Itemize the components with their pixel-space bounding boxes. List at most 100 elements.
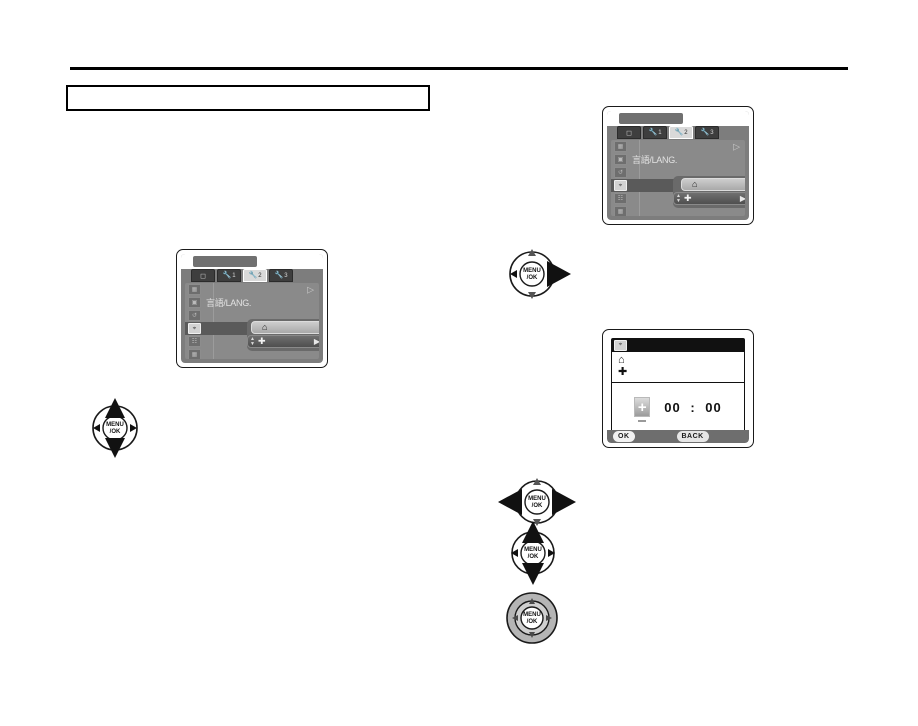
menu-row-label: 言語/LANG. (206, 298, 252, 308)
menu-divider (639, 140, 640, 216)
popup-option-home[interactable]: ⌂ (251, 321, 319, 334)
menu-row-image-display[interactable]: ▦ ▷ (611, 140, 745, 153)
home-icon: ⌂ (262, 322, 268, 332)
wrench-icon: 🔧 (274, 272, 284, 279)
setup-menu-screen-2: ◻ 🔧 1 🔧 2 🔧 3 ▦ ▷ ▣ (602, 106, 754, 225)
pad-up-arrow-icon (105, 398, 125, 418)
tab-setup-2[interactable]: 🔧 2 (669, 126, 693, 139)
time-difference-value-panel: + 00 : 00 (611, 382, 745, 432)
pad-right-arrow-icon-highlighted (552, 489, 576, 515)
tab-setup-3[interactable]: 🔧 3 (269, 269, 293, 282)
pad-down-arrow-icon-highlighted (522, 563, 544, 585)
ok-button[interactable]: OK (613, 431, 635, 442)
menu-row-discharge[interactable]: ▦ (611, 205, 745, 216)
popup-option-destination[interactable]: ▲▼ ✚ ▶ (247, 335, 319, 348)
world-time-icon: ⌖ (188, 323, 201, 334)
menu-row-image-display[interactable]: ▦ ▷ (185, 283, 319, 296)
plus-cross-icon: ✚ (684, 193, 692, 203)
popup-option-home[interactable]: ⌂ (681, 178, 745, 191)
video-system-icon: ☷ (188, 336, 201, 347)
section-title-box (66, 85, 430, 111)
tab-setup-3-label: 3 (710, 129, 714, 136)
pad-down-arrow-icon (533, 519, 541, 526)
wrench-icon: 🔧 (248, 272, 258, 279)
menu-titlebar (181, 254, 323, 269)
pad-right-arrow-icon (130, 424, 137, 432)
pad-center-label-top: MENU (106, 422, 124, 428)
pad-center-label-bottom: /OK (528, 554, 539, 560)
pad-up-arrow-icon (528, 249, 536, 256)
world-time-icon: ⌖ (614, 339, 627, 351)
pad-center-label-bottom: /OK (532, 503, 543, 509)
tab-setup-2[interactable]: 🔧 2 (243, 269, 267, 282)
minutes-value[interactable]: 00 (705, 399, 722, 415)
four-way-pad-right[interactable]: MENU /OK (503, 243, 575, 305)
sign-stepper[interactable]: + (634, 397, 651, 422)
tab-setup-1-label: 1 (658, 129, 662, 136)
menu-row-label: 言語/LANG. (632, 155, 678, 165)
time-difference-footer: OK BACK (607, 430, 749, 443)
time-difference-value: 00 : 00 (664, 400, 722, 415)
tab-setup-1[interactable]: 🔧 1 (643, 126, 667, 139)
discharge-icon: ▦ (188, 349, 201, 359)
tab-setup-2-label: 2 (684, 129, 688, 136)
tab-shooting[interactable]: ◻ (617, 126, 641, 139)
choice-destination[interactable]: ✚ (618, 367, 627, 378)
pad-center-label-top: MENU (528, 496, 546, 502)
language-icon: ▣ (614, 154, 627, 165)
menu-row-reset[interactable]: ↺ (611, 166, 745, 179)
home-icon: ⌂ (692, 179, 698, 189)
tab-setup-3[interactable]: 🔧 3 (695, 126, 719, 139)
tab-setup-2-label: 2 (258, 272, 262, 279)
plus-cross-icon: ✚ (618, 366, 628, 378)
wrench-icon: 🔧 (648, 129, 658, 136)
plus-cross-icon: ✚ (258, 336, 266, 346)
reset-icon: ↺ (188, 310, 201, 321)
menu-row-language[interactable]: ▣ 言語/LANG. (185, 296, 319, 309)
choice-home[interactable]: ⌂ (618, 355, 625, 366)
pad-left-arrow-icon (512, 615, 518, 621)
camera-icon: ◻ (200, 272, 206, 280)
camera-icon: ◻ (626, 129, 632, 137)
menu-row-video-system[interactable]: ☷ (611, 192, 745, 205)
up-down-indicator-icon: ▲▼ (676, 192, 681, 204)
chevron-right-icon: ▷ (733, 141, 740, 151)
tabstrip: ◻ 🔧 1 🔧 2 🔧 3 (607, 126, 749, 140)
pad-center-label-top: MENU (523, 268, 541, 274)
pad-up-arrow-icon (529, 598, 535, 604)
menu-row-discharge[interactable]: ▦ (185, 348, 319, 359)
pad-left-arrow-icon-highlighted (498, 489, 522, 515)
tab-shooting[interactable]: ◻ (191, 269, 215, 282)
time-difference-choices: ⌂ ✚ (611, 352, 745, 382)
pad-center-label-top: MENU (524, 547, 542, 553)
discharge-icon: ▦ (614, 206, 627, 216)
pad-right-arrow-icon-highlighted (547, 261, 571, 287)
chevron-right-icon: ▶ (313, 336, 319, 346)
video-system-icon: ☷ (614, 193, 627, 204)
time-separator: : (690, 399, 696, 415)
language-icon: ▣ (188, 297, 201, 308)
back-button[interactable]: BACK (676, 431, 709, 442)
setup-menu-screen-1: ◻ 🔧 1 🔧 2 🔧 3 ▦ ▷ ▣ (176, 249, 328, 368)
home-icon: ⌂ (618, 354, 625, 366)
four-way-pad-up-down-2[interactable]: MENU /OK (502, 519, 564, 587)
menu-row-video-system[interactable]: ☷ (185, 335, 319, 348)
menu-row-language[interactable]: ▣ 言語/LANG. (611, 153, 745, 166)
menu-row-reset[interactable]: ↺ (185, 309, 319, 322)
tab-setup-1[interactable]: 🔧 1 (217, 269, 241, 282)
pad-center-label-bottom: /OK (110, 429, 121, 435)
pad-left-arrow-icon (510, 270, 517, 278)
four-way-pad-up-down[interactable]: MENU /OK (84, 396, 146, 460)
pad-right-arrow-icon (546, 615, 552, 621)
popup-option-destination[interactable]: ▲▼ ✚ ▶ (673, 192, 745, 205)
menu-body: ▦ ▷ ▣ 言語/LANG. ↺ ⌖ ☷ ▦ (185, 283, 319, 359)
hours-value[interactable]: 00 (664, 399, 681, 415)
pad-right-arrow-icon (548, 549, 555, 557)
four-way-pad-center-press[interactable]: MENU /OK (504, 590, 560, 646)
tabstrip: ◻ 🔧 1 🔧 2 🔧 3 (181, 269, 323, 283)
menu-title-chip (619, 113, 683, 124)
four-way-pad-left-right[interactable]: MENU /OK (494, 474, 580, 530)
menu-title-chip (193, 256, 257, 267)
pad-left-arrow-icon (93, 424, 100, 432)
pad-up-arrow-icon (533, 478, 541, 485)
